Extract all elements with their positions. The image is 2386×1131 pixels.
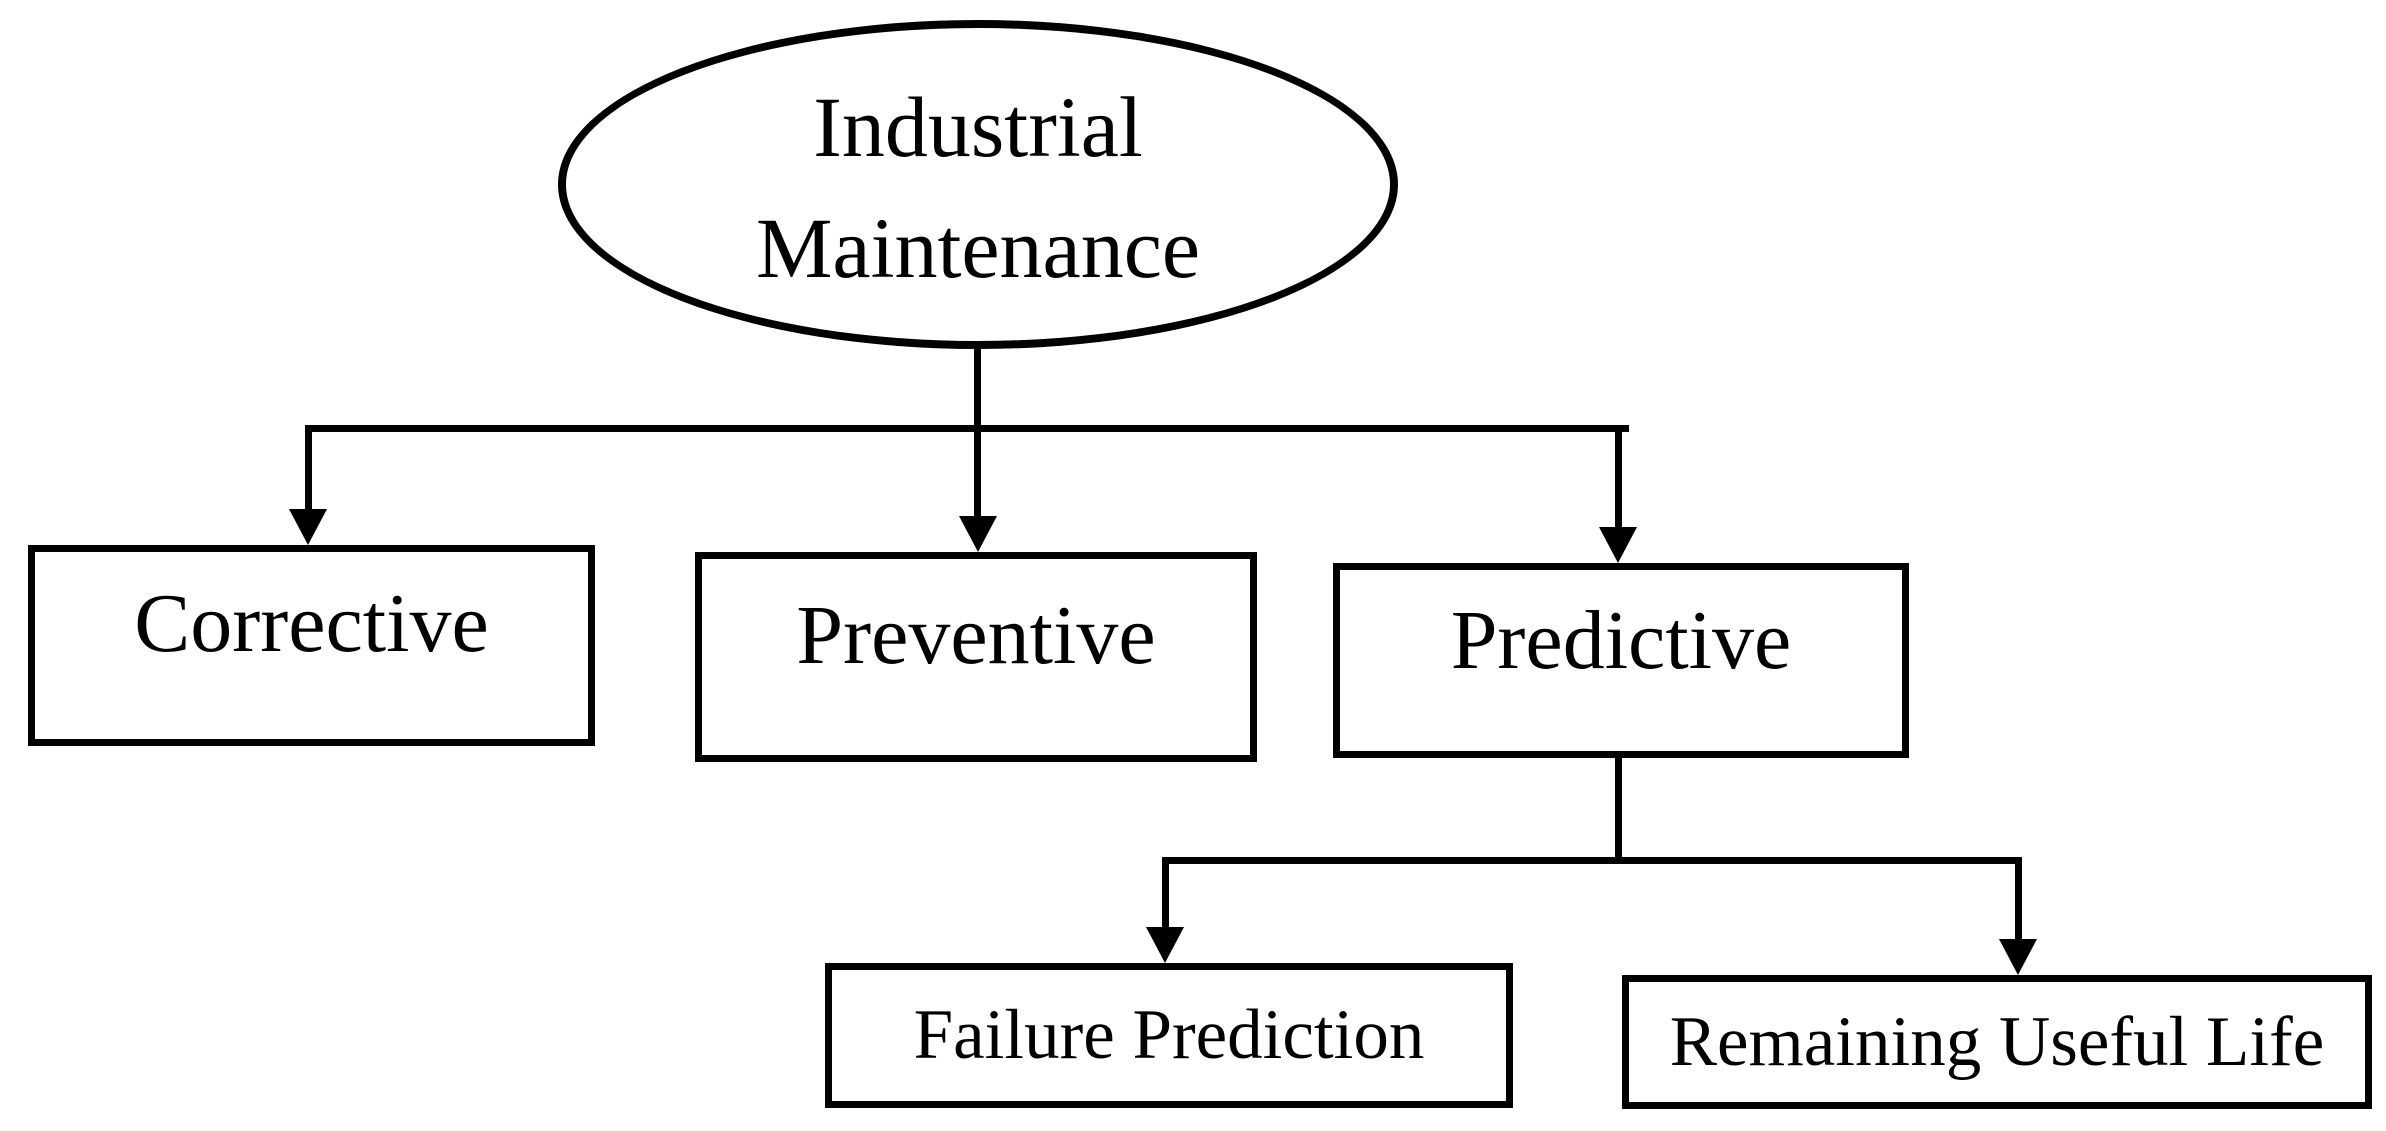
- connector-drop-failure-prediction: [1162, 864, 1169, 927]
- node-remaining-useful-life: Remaining Useful Life: [1622, 975, 2372, 1109]
- connector-root-stem: [974, 345, 981, 432]
- node-corrective: Corrective: [28, 545, 595, 746]
- connector-drop-corrective: [305, 432, 312, 514]
- connector-drop-remaining-useful-life: [2015, 864, 2022, 939]
- arrowhead-preventive-icon: [959, 516, 997, 552]
- node-failure-prediction: Failure Prediction: [825, 963, 1513, 1108]
- node-remaining-useful-life-label: Remaining Useful Life: [1669, 1002, 2325, 1081]
- node-failure-prediction-label: Failure Prediction: [913, 996, 1425, 1074]
- connector-drop-predictive: [1615, 432, 1622, 528]
- connector-drop-preventive: [974, 432, 981, 518]
- node-predictive: Predictive: [1333, 563, 1909, 758]
- node-preventive-label: Preventive: [796, 588, 1156, 682]
- connector-level2-rail: [1162, 857, 2022, 864]
- node-corrective-label: Corrective: [134, 577, 489, 670]
- arrowhead-failure-prediction-icon: [1146, 927, 1184, 963]
- node-predictive-label: Predictive: [1450, 594, 1792, 687]
- node-industrial-maintenance-label: Industrial Maintenance: [755, 79, 1201, 296]
- node-industrial-maintenance: Industrial Maintenance: [558, 20, 1398, 349]
- connector-predictive-stem: [1615, 754, 1622, 860]
- connector-level1-rail: [305, 425, 1629, 432]
- arrowhead-predictive-icon: [1599, 527, 1637, 563]
- node-preventive: Preventive: [695, 552, 1257, 762]
- arrowhead-corrective-icon: [289, 509, 327, 545]
- arrowhead-remaining-useful-life-icon: [1999, 939, 2037, 975]
